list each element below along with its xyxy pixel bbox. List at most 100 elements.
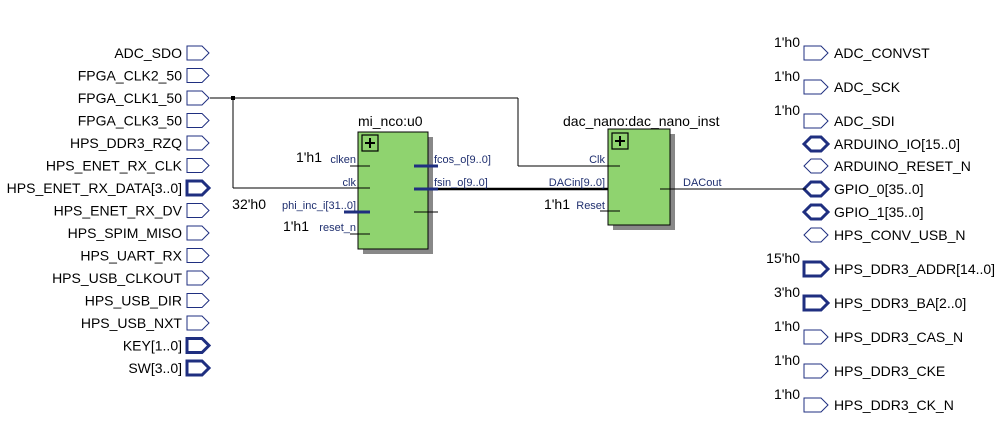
output-port-label: ARDUINO_IO[15..0] — [834, 136, 960, 152]
input-port-symbol — [186, 225, 210, 241]
input-port[interactable]: HPS_USB_NXT — [81, 315, 210, 331]
output-port-const: 1'h0 — [774, 34, 800, 50]
output-port-label: HPS_DDR3_CK_N — [834, 397, 954, 413]
output-port-const: 3'h0 — [774, 284, 800, 300]
input-port-label: HPS_USB_DIR — [85, 293, 182, 309]
input-port-label: ADC_SDO — [114, 45, 182, 61]
nco-port-fcos: fcos_o[9..0] — [434, 154, 491, 166]
output-port[interactable]: ADC_SDI 1'h0 — [774, 102, 895, 129]
input-port-label: HPS_ENET_RX_DATA[3..0] — [7, 180, 182, 196]
output-port[interactable]: GPIO_0[35..0] — [801, 180, 924, 198]
output-port[interactable]: GPIO_1[35..0] — [801, 203, 924, 221]
input-port-label: FPGA_CLK2_50 — [78, 68, 182, 84]
input-port-label: FPGA_CLK3_50 — [78, 113, 182, 129]
input-port-label: HPS_ENET_RX_CLK — [46, 158, 183, 174]
input-port-symbol — [186, 45, 210, 61]
input-port-label: HPS_USB_NXT — [81, 315, 183, 331]
input-port-label: HPS_DDR3_RZQ — [70, 135, 182, 151]
output-port[interactable]: ARDUINO_IO[15..0] — [801, 135, 960, 153]
input-port-symbol — [186, 293, 210, 308]
output-port-symbol — [803, 45, 829, 61]
input-port[interactable]: HPS_SPIM_MISO — [68, 225, 210, 241]
input-port[interactable]: FPGA_CLK3_50 — [78, 113, 210, 129]
dac-port-dacin: DACin[9..0] — [549, 177, 605, 189]
nco-block[interactable]: mi_nco:u0 clken clk phi_inc_i[31..0] res… — [232, 113, 491, 254]
input-port[interactable]: SW[3..0] — [128, 359, 212, 377]
nco-port-reset-n: reset_n — [319, 222, 356, 234]
input-port[interactable]: HPS_USB_CLKOUT — [52, 270, 210, 286]
output-port-label: ADC_SDI — [834, 113, 895, 129]
output-port[interactable]: ARDUINO_RESET_N — [803, 158, 971, 174]
wires — [210, 96, 806, 191]
input-port-label: KEY[1..0] — [123, 338, 182, 354]
input-port[interactable]: HPS_ENET_RX_DV — [54, 203, 210, 219]
expand-icon[interactable] — [611, 132, 629, 150]
output-port[interactable]: HPS_CONV_USB_N — [803, 227, 966, 243]
input-port[interactable]: HPS_USB_DIR — [85, 293, 210, 309]
output-port-label: HPS_DDR3_BA[2..0] — [834, 295, 966, 311]
input-port[interactable]: ADC_SDO — [114, 45, 210, 61]
input-port[interactable]: KEY[1..0] — [123, 337, 212, 354]
output-port-symbol — [801, 203, 831, 221]
output-port-symbol — [803, 363, 829, 379]
input-ports: ADC_SDO FPGA_CLK2_50FPGA_CLK1_50FPGA_CLK3… — [7, 45, 212, 377]
output-port-symbol — [803, 158, 829, 174]
input-port-label: FPGA_CLK1_50 — [78, 90, 182, 106]
output-port-symbol — [803, 79, 829, 95]
output-port-symbol — [803, 227, 829, 243]
output-port-label: ADC_CONVST — [834, 45, 930, 61]
input-port-label: HPS_ENET_RX_DV — [54, 203, 183, 219]
input-port[interactable]: HPS_ENET_RX_CLK — [46, 158, 210, 174]
input-port-label: SW[3..0] — [128, 360, 182, 376]
output-port-label: ADC_SCK — [834, 79, 901, 95]
output-port[interactable]: HPS_DDR3_CAS_N1'h0 — [774, 318, 963, 345]
nco-const-reset-n: 1'h1 — [283, 218, 309, 234]
output-port-label: HPS_DDR3_CKE — [834, 363, 945, 379]
output-port[interactable]: ADC_CONVST 1'h0 — [774, 34, 930, 61]
nco-title: mi_nco:u0 — [358, 113, 423, 129]
output-port-symbol — [801, 135, 831, 153]
output-port-symbol — [803, 113, 829, 129]
dac-port-dacout: DACout — [683, 177, 722, 189]
input-port[interactable]: HPS_DDR3_RZQ — [70, 135, 210, 151]
input-port-symbol — [186, 68, 210, 83]
nco-const-clken: 1'h1 — [296, 149, 322, 165]
output-port[interactable]: HPS_DDR3_CK_N 1'h0 — [774, 386, 954, 413]
input-port-label: HPS_USB_CLKOUT — [52, 270, 182, 286]
input-port[interactable]: FPGA_CLK2_50 — [78, 68, 210, 84]
nco-port-clken: clken — [330, 154, 356, 166]
output-port-label: GPIO_1[35..0] — [834, 204, 924, 220]
output-port-symbol — [803, 397, 829, 413]
output-port-label: GPIO_0[35..0] — [834, 181, 924, 197]
input-port[interactable]: FPGA_CLK1_50 — [78, 90, 210, 106]
output-port[interactable]: HPS_DDR3_BA[2..0] 3'h0 — [774, 284, 966, 312]
output-port-const: 1'h0 — [774, 102, 800, 118]
input-port-symbol — [185, 337, 212, 354]
output-port-const: 1'h0 — [774, 386, 800, 402]
output-port-const: 15'h0 — [766, 250, 800, 266]
dac-block[interactable]: dac_nano:dac_nano_inst Clk DACin[9..0] R… — [544, 113, 722, 230]
input-port-symbol — [185, 359, 212, 377]
output-port-symbol — [803, 329, 829, 345]
input-port[interactable]: HPS_UART_RX — [80, 248, 210, 264]
output-port[interactable]: HPS_DDR3_ADDR[14..0]15'h0 — [766, 250, 995, 278]
dac-title: dac_nano:dac_nano_inst — [563, 113, 720, 129]
output-port-label: HPS_DDR3_CAS_N — [834, 329, 963, 345]
nco-port-phi-inc: phi_inc_i[31..0] — [282, 200, 356, 212]
input-port-symbol — [186, 248, 210, 263]
input-port[interactable]: HPS_ENET_RX_DATA[3..0] — [7, 179, 212, 197]
input-port-symbol — [186, 90, 210, 106]
output-port-label: ARDUINO_RESET_N — [834, 158, 971, 174]
output-port-label: HPS_CONV_USB_N — [834, 227, 966, 243]
expand-icon[interactable] — [361, 134, 379, 152]
dac-const-reset: 1'h1 — [544, 196, 570, 212]
input-port-symbol — [185, 179, 212, 197]
input-port-symbol — [186, 270, 210, 286]
input-port-symbol — [186, 158, 210, 173]
input-port-symbol — [186, 315, 210, 331]
input-port-symbol — [186, 135, 210, 151]
dac-port-reset: Reset — [576, 200, 605, 212]
